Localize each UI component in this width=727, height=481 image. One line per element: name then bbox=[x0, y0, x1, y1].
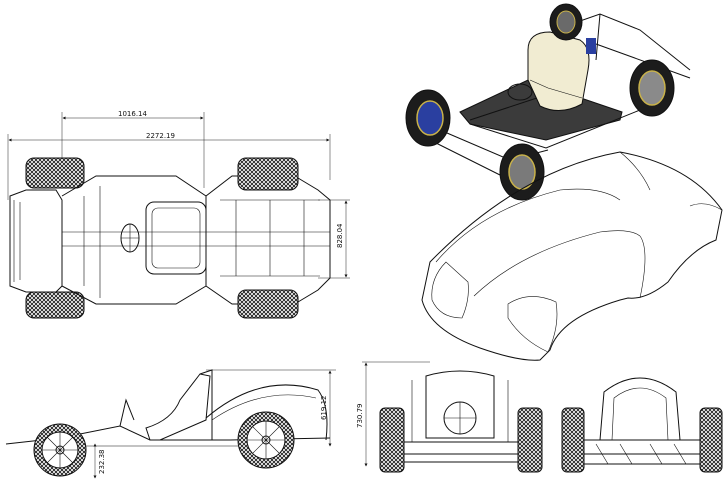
front-view: 730.79 bbox=[356, 361, 543, 473]
front-seat-back bbox=[425, 370, 495, 439]
side-view: 619.12 232.38 bbox=[5, 369, 336, 479]
top-front-right-wheel bbox=[25, 291, 85, 319]
side-seat bbox=[145, 373, 211, 441]
dimension-front-height-label: 730.79 bbox=[356, 404, 364, 429]
dimension-overall-length: 2272.19 bbox=[7, 132, 331, 200]
chassis-wheel-front-left bbox=[405, 89, 451, 147]
chassis-steering-wheel bbox=[507, 83, 533, 101]
chassis-seat bbox=[527, 31, 590, 111]
isometric-body-shell bbox=[421, 151, 723, 361]
top-seat-cushion bbox=[151, 207, 201, 269]
top-chassis-frame bbox=[9, 175, 331, 305]
rear-roll-bar bbox=[599, 377, 681, 441]
front-left-wheel bbox=[379, 407, 405, 473]
isometric-chassis bbox=[405, 3, 691, 201]
dimension-side-height: 619.12 bbox=[206, 369, 336, 447]
body-front-wheel-arch bbox=[507, 296, 558, 353]
top-rear-left-wheel bbox=[237, 157, 299, 191]
rear-right-wheel bbox=[699, 407, 723, 473]
body-left-headlight bbox=[431, 261, 469, 319]
body-shell-outline bbox=[421, 151, 723, 361]
rear-left-wheel bbox=[561, 407, 585, 473]
top-steering-wheel bbox=[120, 223, 140, 253]
chassis-wheel-rear-right bbox=[629, 59, 675, 117]
top-seat bbox=[145, 201, 207, 275]
dimension-ground-clearance-label: 232.38 bbox=[98, 450, 106, 475]
top-rear-right-wheel bbox=[237, 289, 299, 319]
chassis-wheel-front-right bbox=[499, 143, 545, 201]
side-front-wheel bbox=[33, 423, 87, 477]
dimension-front-height: 730.79 bbox=[356, 361, 430, 467]
front-right-wheel bbox=[517, 407, 543, 473]
dimension-wheelbase-label: 1016.14 bbox=[118, 110, 147, 118]
dimension-width-label: 828.04 bbox=[336, 223, 344, 248]
chassis-rear-hub bbox=[586, 38, 596, 54]
top-view: 1016.14 2272.19 828.04 bbox=[7, 110, 350, 319]
dimension-overall-length-label: 2272.19 bbox=[146, 132, 175, 140]
dimension-ground-clearance: 232.38 bbox=[93, 443, 106, 479]
chassis-wheel-rear-left bbox=[549, 3, 583, 41]
rear-view bbox=[561, 377, 723, 473]
dimension-side-height-label: 619.12 bbox=[320, 396, 328, 421]
top-front-left-wheel bbox=[25, 157, 85, 189]
side-rear-wheel bbox=[237, 411, 295, 469]
dimension-width: 828.04 bbox=[318, 199, 350, 279]
